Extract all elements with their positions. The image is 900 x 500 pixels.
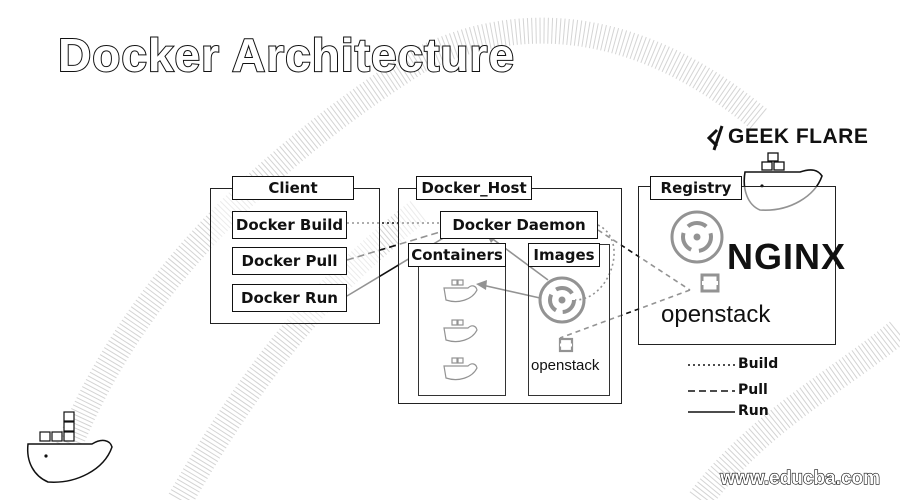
legend-run-label: Run xyxy=(738,403,769,419)
legend-lines xyxy=(688,364,735,413)
legend-build-label: Build xyxy=(738,356,779,372)
brand-logo: GEEK FLARE xyxy=(728,125,869,148)
client-label: Client xyxy=(232,176,354,200)
docker-host-label: Docker_Host xyxy=(416,176,532,200)
registry-panel xyxy=(638,186,836,345)
nginx-logo: NGINX xyxy=(727,236,847,277)
footer-url[interactable]: www.educba.com xyxy=(720,467,881,489)
docker-run-button[interactable]: Docker Run xyxy=(232,284,347,312)
docker-pull-button[interactable]: Docker Pull xyxy=(232,247,347,275)
background-swirl xyxy=(47,17,900,500)
registry-label: Registry xyxy=(650,176,742,200)
geekflare-icon xyxy=(706,125,724,151)
containers-label: Containers xyxy=(408,243,506,267)
docker-build-button[interactable]: Docker Build xyxy=(232,211,347,239)
docker-daemon-box[interactable]: Docker Daemon xyxy=(440,211,598,239)
openstack-image-label: openstack xyxy=(531,357,600,374)
page-title: Docker Architecture xyxy=(57,28,516,82)
images-label: Images xyxy=(528,243,600,267)
openstack-registry-label: openstack xyxy=(661,301,771,328)
legend-pull-label: Pull xyxy=(738,382,768,398)
whale-small-icon xyxy=(26,411,113,483)
